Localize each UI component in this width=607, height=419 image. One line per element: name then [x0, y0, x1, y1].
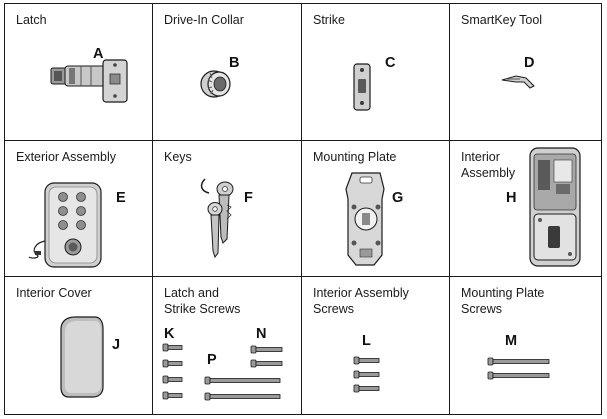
- part-label: Exterior Assembly: [16, 150, 117, 164]
- interior-cover-illustration: [60, 316, 104, 398]
- part-letter: N: [256, 326, 267, 342]
- strike-plate-illustration: [353, 63, 371, 111]
- part-letter: K: [164, 326, 175, 342]
- part-label: Keys: [164, 150, 192, 164]
- part-label-line: Interior Assembly: [313, 286, 409, 300]
- part-letter: C: [385, 55, 396, 71]
- part-label: Interior Cover: [16, 286, 92, 300]
- drive-in-collar-illustration: [200, 70, 231, 98]
- part-label: Mounting Plate: [313, 150, 397, 164]
- part-cell-drive-in-collar: Drive-In Collar B: [153, 4, 302, 141]
- part-cell-interior-assembly: Interior Assembly H: [450, 141, 601, 277]
- part-cell-smartkey-tool: SmartKey Tool D: [450, 4, 601, 141]
- part-label: Latch and Strike Screws: [164, 285, 240, 317]
- part-label-line: Strike Screws: [164, 302, 241, 316]
- part-cell-mounting-plate-screws: Mounting Plate Screws M: [450, 277, 601, 414]
- parts-list-sheet: Latch A Drive-In Collar B Strike C: [4, 3, 602, 415]
- part-letter: F: [244, 190, 253, 206]
- part-letter: L: [362, 333, 371, 349]
- part-label-line: Screws: [313, 302, 354, 316]
- part-cell-keys: Keys F: [153, 141, 302, 277]
- part-label: Interior Assembly Screws: [313, 285, 409, 317]
- part-letter: G: [392, 190, 404, 206]
- part-label-line: Mounting Plate: [461, 286, 545, 300]
- long-screws-illustration: [487, 357, 550, 380]
- latch-illustration: [50, 59, 128, 103]
- part-letter: H: [506, 190, 517, 206]
- part-label-line: Screws: [461, 302, 502, 316]
- part-letter: D: [524, 55, 535, 71]
- part-cell-strike: Strike C: [302, 4, 450, 141]
- part-label: Drive-In Collar: [164, 13, 244, 27]
- part-cell-interior-assembly-screws: Interior Assembly Screws L: [302, 277, 450, 414]
- part-label: Mounting Plate Screws: [461, 285, 544, 317]
- part-label: Strike: [313, 13, 345, 27]
- part-letter: P: [207, 352, 217, 368]
- part-cell-latch-strike-screws: Latch and Strike Screws K N P: [153, 277, 302, 414]
- part-label-line: Assembly: [461, 166, 516, 180]
- part-label: SmartKey Tool: [461, 13, 543, 27]
- part-cell-exterior-assembly: Exterior Assembly E: [5, 141, 153, 277]
- screws-illustration: [353, 356, 380, 393]
- mounting-plate-illustration: [345, 172, 385, 266]
- part-cell-mounting-plate: Mounting Plate G: [302, 141, 450, 277]
- screws-illustration: [162, 343, 283, 401]
- part-letter: B: [229, 55, 240, 71]
- part-cell-interior-cover: Interior Cover J: [5, 277, 153, 414]
- smartkey-tool-illustration: [501, 75, 535, 89]
- part-label-line: Interior: [461, 150, 500, 164]
- part-label: Interior Assembly: [461, 149, 515, 181]
- part-label-line: Latch and: [164, 286, 219, 300]
- part-label: Latch: [16, 13, 47, 27]
- part-letter: E: [116, 190, 126, 206]
- part-letter: A: [93, 46, 104, 62]
- part-letter: M: [505, 333, 518, 349]
- exterior-keypad-assembly-illustration: [28, 182, 102, 268]
- parts-grid: Latch A Drive-In Collar B Strike C: [5, 4, 601, 414]
- part-cell-latch: Latch A: [5, 4, 153, 141]
- interior-assembly-illustration: [529, 147, 581, 267]
- keys-illustration: [200, 178, 234, 259]
- part-letter: J: [112, 337, 121, 353]
